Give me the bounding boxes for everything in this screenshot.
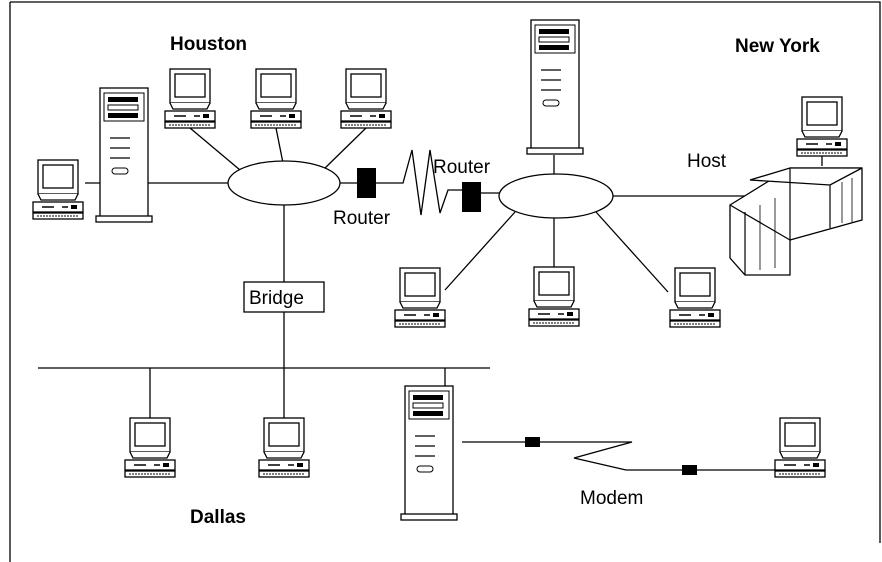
- dallas-server-icon: [400, 385, 458, 521]
- router-right-label: Router: [433, 157, 491, 178]
- mainframe-host-icon: [729, 167, 863, 276]
- newyork-workstation-icon: [394, 267, 446, 328]
- dallas-workstation-icon: [124, 417, 176, 478]
- link-ny-ws3: [595, 211, 669, 293]
- houston-workstation-icon: [32, 159, 84, 220]
- link-houston-ws3: [322, 127, 367, 171]
- newyork-label: New York: [735, 36, 820, 57]
- dallas-workstation-icon: [258, 417, 310, 478]
- dallas-label: Dallas: [190, 507, 246, 528]
- bridge-box: [243, 281, 325, 313]
- newyork-workstation-icon: [528, 266, 580, 327]
- wan-link: [376, 149, 462, 216]
- router-left-icon: [357, 168, 376, 198]
- link-houston-ws2: [275, 127, 284, 164]
- newyork-workstation-icon: [669, 267, 721, 328]
- houston-workstation-icon: [164, 68, 216, 129]
- houston-label: Houston: [170, 34, 247, 55]
- modem-label: Modem: [580, 488, 643, 509]
- bridge-label: Bridge: [249, 288, 304, 309]
- remote-workstation-icon: [774, 417, 826, 478]
- modem-link-zigzag: [540, 441, 682, 471]
- houston-server-icon: [95, 87, 153, 223]
- router-right-icon: [462, 182, 481, 212]
- houston-workstation-icon: [340, 68, 392, 129]
- houston-network-ring: [227, 160, 341, 206]
- modem-left-icon: [525, 437, 540, 447]
- houston-workstation-icon: [250, 68, 302, 129]
- router-left-label: Router: [333, 208, 391, 229]
- host-label: Host: [687, 151, 727, 172]
- modem-right-icon: [682, 465, 697, 475]
- newyork-server-icon: [526, 19, 584, 155]
- link-houston-ws1: [189, 127, 241, 171]
- host-terminal-icon: [796, 96, 848, 157]
- newyork-network-ring: [498, 173, 614, 219]
- link-ny-ws1: [444, 211, 516, 291]
